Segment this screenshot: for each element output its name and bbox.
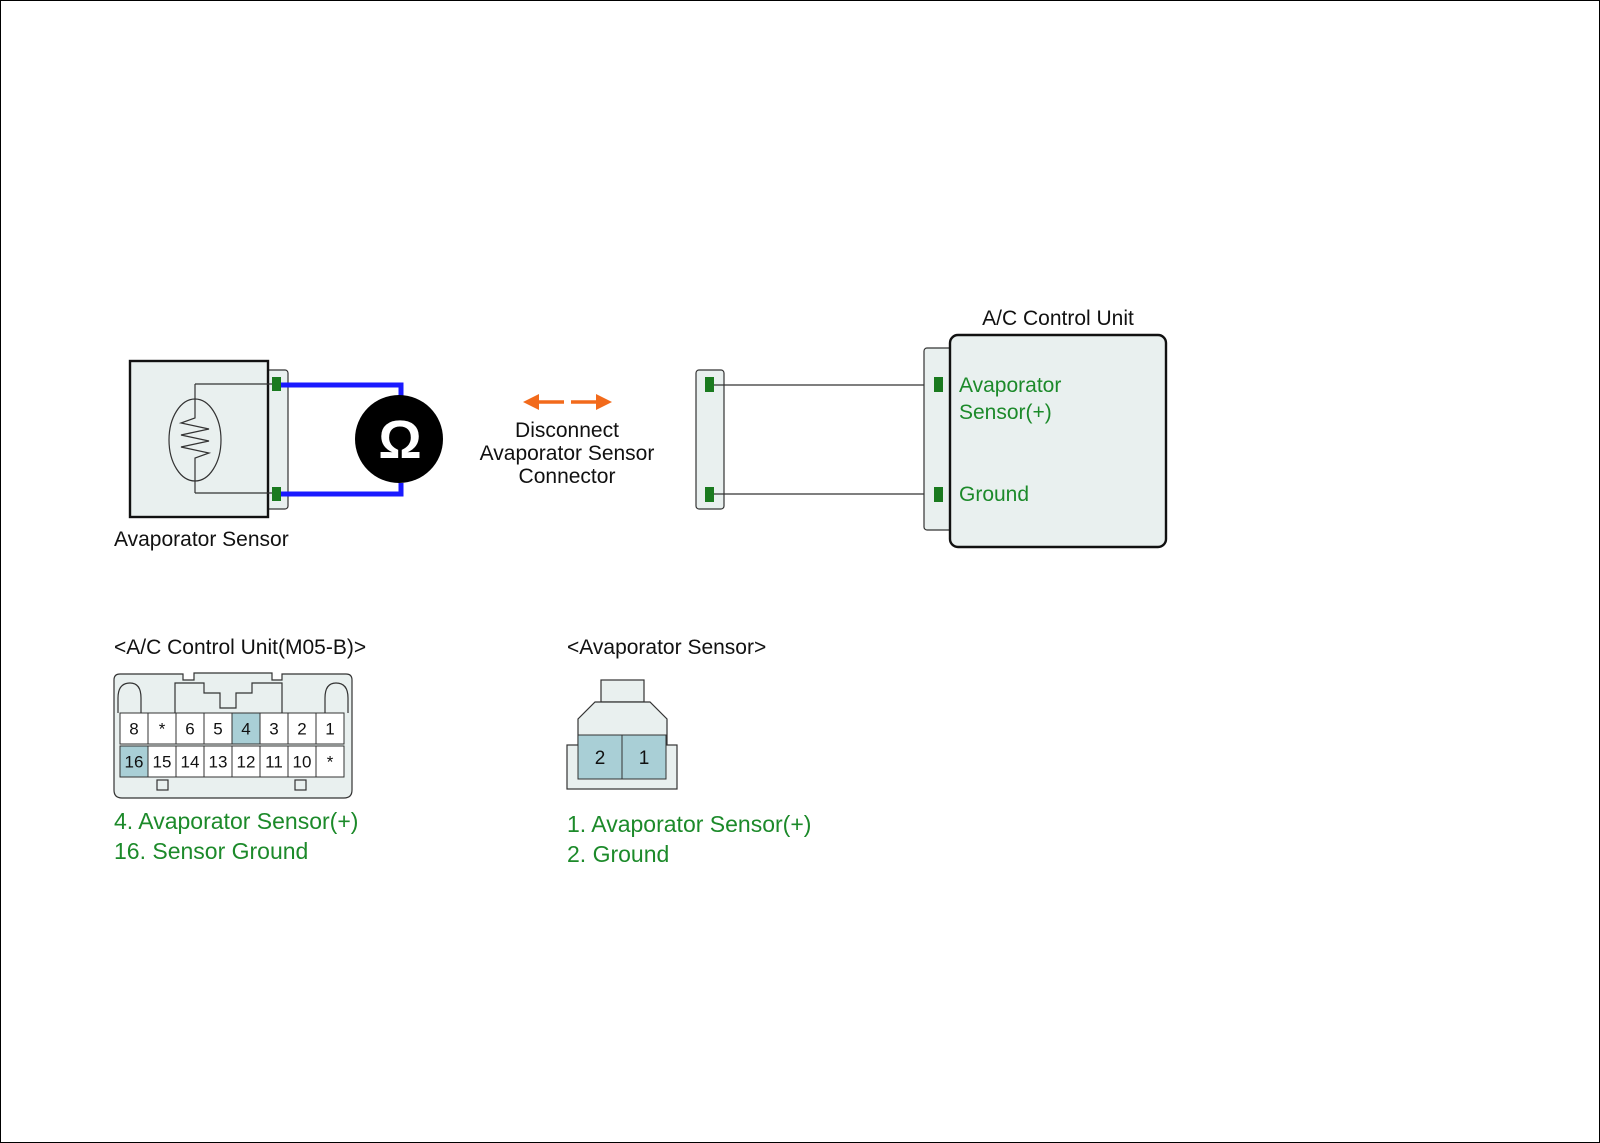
- acu-pin-label: 3: [269, 720, 278, 739]
- acu-pin-ground: Ground: [959, 483, 1029, 506]
- acu-pin-cell: [231, 712, 261, 745]
- acu-pin-label: 13: [209, 753, 228, 772]
- harness-connector: [695, 369, 934, 510]
- acu-pin-cell: [259, 712, 289, 745]
- acu-pin-signal-line-2: Sensor(+): [959, 401, 1052, 424]
- sensor-legend-2: 2. Ground: [567, 841, 669, 867]
- sensor-label: Avaporator Sensor: [114, 528, 289, 551]
- ohm-symbol: Ω: [378, 410, 421, 470]
- acu-pin-label: 11: [265, 753, 283, 772]
- instruction-line-2: Avaporator Sensor: [480, 442, 655, 465]
- acu-pin-label: *: [327, 753, 334, 772]
- ac-control-unit: A/C Control Unit Avaporator Sensor(+) Gr…: [923, 307, 1168, 549]
- acu-body: [948, 333, 1168, 549]
- acu-connector-title: <A/C Control Unit(M05-B)>: [114, 636, 366, 659]
- acu-terminal-ground: [934, 487, 943, 502]
- acu-pin-cell: [231, 745, 261, 778]
- meter-lead-top: [281, 382, 404, 396]
- sensor-connector-lock: [600, 679, 645, 703]
- acu-pin-label: 8: [129, 720, 138, 739]
- sensor-legend-1: 1. Avaporator Sensor(+): [567, 811, 811, 837]
- acu-pin-cell: [175, 745, 205, 778]
- acu-pin-signal-line-1: Avaporator: [959, 374, 1061, 397]
- sensor-connector-title: <Avaporator Sensor>: [567, 636, 766, 659]
- evaporator-sensor: Avaporator Sensor: [114, 359, 289, 551]
- harness-terminal-bottom: [705, 487, 714, 502]
- acu-pin-cell: [119, 712, 149, 745]
- acu-pin-cell: [287, 712, 317, 745]
- sensor-terminal-top: [272, 377, 281, 391]
- acu-pin-label: 10: [293, 753, 312, 772]
- acu-pin-label: 1: [325, 720, 334, 739]
- acu-connector-rib-left: [117, 682, 142, 713]
- instruction-line-1: Disconnect: [515, 419, 619, 442]
- acu-connector-latch: [174, 682, 283, 713]
- acu-pin-cell: [203, 745, 233, 778]
- acu-pin-label: 16: [125, 753, 144, 772]
- acu-connector-rib-right: [324, 682, 349, 713]
- acu-pin-label: 2: [297, 720, 306, 739]
- resistor-zigzag: [178, 384, 212, 493]
- acu-pin-label: 15: [153, 753, 172, 772]
- sensor-pin-cell: [577, 734, 623, 780]
- meter-lead-bottom: [281, 483, 404, 497]
- harness-connector-body: [695, 369, 725, 510]
- acu-pin-label: 12: [237, 753, 256, 772]
- sensor-pin-label: 2: [595, 748, 606, 769]
- acu-pin-label: *: [159, 720, 166, 739]
- acu-pin-cell: [287, 745, 317, 778]
- acu-pin-cell: [203, 712, 233, 745]
- acu-pin-cell: [259, 745, 289, 778]
- acu-pin-cell: [147, 712, 177, 745]
- acu-pin-label: 6: [185, 720, 194, 739]
- acu-pin-label: 14: [181, 753, 200, 772]
- acu-terminal-signal: [934, 377, 943, 392]
- ohmmeter-icon: [355, 395, 443, 483]
- sensor-pin-cell: [621, 734, 667, 780]
- acu-legend-1: 4. Avaporator Sensor(+): [114, 808, 358, 834]
- disconnect-instruction: Disconnect Avaporator Sensor Connector: [480, 394, 655, 488]
- acu-legend-2: 16. Sensor Ground: [114, 838, 308, 864]
- harness-terminal-top: [705, 377, 714, 392]
- instruction-line-3: Connector: [519, 465, 616, 488]
- sensor-terminal-bottom: [272, 487, 281, 501]
- acu-pin-label: 4: [241, 720, 250, 739]
- acu-connector-foot-left: [156, 779, 169, 791]
- acu-title: A/C Control Unit: [982, 307, 1134, 330]
- ohmmeter: Ω: [281, 382, 443, 497]
- sensor-pin-label: 1: [639, 748, 650, 769]
- acu-pin-label: 5: [213, 720, 222, 739]
- acu-pin-cell: [315, 712, 345, 745]
- acu-connector-foot-right: [294, 779, 307, 791]
- acu-pin-cell: [175, 712, 205, 745]
- acu-pin-cell: [315, 745, 345, 778]
- disconnect-arrows-icon: [523, 394, 612, 410]
